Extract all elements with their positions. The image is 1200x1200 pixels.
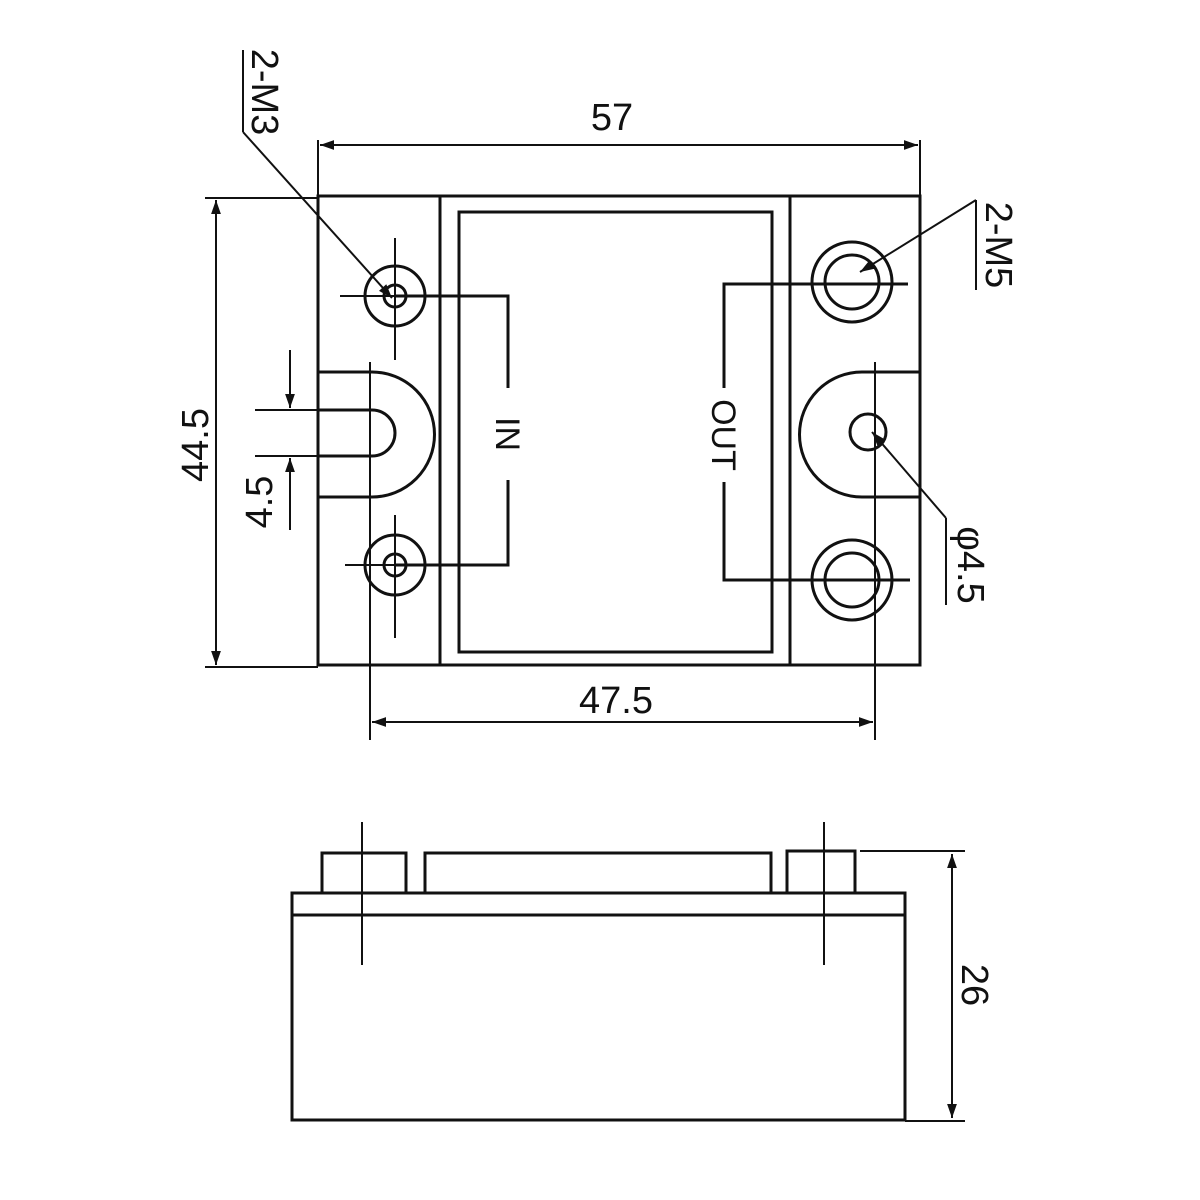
height-dimension: 44.5 [175, 408, 217, 482]
hole-spacing-dimension: 47.5 [579, 680, 653, 722]
housing-outline [316, 194, 922, 667]
input-wire-bottom [395, 480, 510, 567]
right-mount-slot [798, 370, 920, 499]
width-dimension: 57 [591, 97, 633, 139]
mount-hole [848, 412, 888, 452]
mount-hole-callout: φ4.5 [949, 526, 991, 603]
side-body [290, 891, 907, 1122]
side-view: 26 [290, 822, 995, 1122]
slot-dimension: 4.5 [239, 476, 281, 529]
side-input-terminal [320, 851, 408, 893]
label-panel [457, 210, 774, 654]
side-height-dimension: 26 [953, 964, 995, 1006]
input-terminal-bottom [345, 515, 445, 638]
left-mount-slot-outer [318, 370, 436, 499]
input-wire-top [395, 294, 510, 388]
output-wire-bottom [722, 482, 910, 582]
input-thread-callout: 2-M3 [243, 49, 285, 136]
mount-hole-leader [871, 431, 947, 519]
output-wire-top [722, 282, 908, 388]
m3-leader [242, 131, 393, 299]
side-output-terminal [785, 849, 857, 893]
output-terminal-top [810, 240, 894, 324]
m5-leader [859, 199, 977, 273]
top-view: IN OUT 57 44.5 4.5 47.5 2-M3 2-M5 φ4.5 [175, 49, 1019, 740]
side-cover [423, 851, 773, 893]
input-label: IN [488, 417, 526, 451]
output-thread-callout: 2-M5 [977, 202, 1019, 289]
left-mount-slot [318, 408, 397, 458]
output-label: OUT [704, 399, 742, 471]
